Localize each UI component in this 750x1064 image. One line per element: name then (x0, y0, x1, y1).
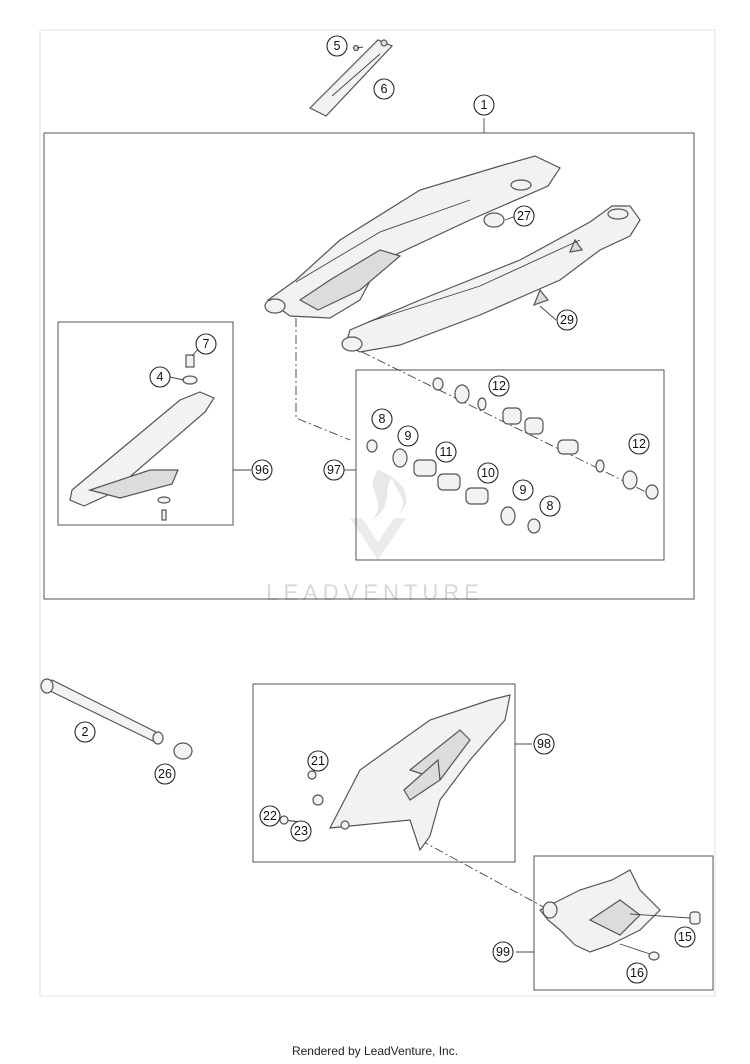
svg-text:27: 27 (517, 209, 531, 223)
callout-27[interactable]: 27 (513, 205, 535, 227)
svg-text:9: 9 (405, 429, 412, 443)
swingarm-part-1 (264, 155, 641, 353)
svg-text:8: 8 (547, 499, 554, 513)
chain-guard-part-98 (279, 694, 511, 852)
chain-guide-part-99 (539, 869, 701, 961)
callout-8-right[interactable]: 8 (539, 495, 561, 517)
svg-text:21: 21 (311, 754, 325, 768)
callout-9-left[interactable]: 9 (397, 425, 419, 447)
callout-16[interactable]: 16 (626, 962, 648, 984)
svg-text:5: 5 (334, 39, 341, 53)
callout-29[interactable]: 29 (556, 309, 578, 331)
svg-text:22: 22 (263, 809, 277, 823)
callout-98[interactable]: 98 (533, 733, 555, 755)
callout-4[interactable]: 4 (149, 366, 171, 388)
bearing-kit-parts (366, 377, 659, 534)
svg-text:1: 1 (481, 98, 488, 112)
svg-text:12: 12 (632, 437, 646, 451)
callout-9-right[interactable]: 9 (512, 479, 534, 501)
callout-8-left[interactable]: 8 (371, 408, 393, 430)
callout-12-right[interactable]: 12 (628, 433, 650, 455)
callout-5[interactable]: 5 (326, 35, 348, 57)
callout-11[interactable]: 11 (435, 441, 457, 463)
chain-line (419, 839, 561, 917)
svg-text:4: 4 (157, 370, 164, 384)
callout-23[interactable]: 23 (290, 820, 312, 842)
group-box-bearing-kit (355, 369, 665, 561)
callout-22[interactable]: 22 (259, 805, 281, 827)
callout-10[interactable]: 10 (477, 462, 499, 484)
callout-15[interactable]: 15 (674, 926, 696, 948)
callout-21[interactable]: 21 (307, 750, 329, 772)
callout-6[interactable]: 6 (373, 78, 395, 100)
group-box-swingarm (43, 132, 695, 600)
chain-slider-part-96 (69, 354, 215, 521)
svg-text:26: 26 (158, 767, 172, 781)
footer-credit: Rendered by LeadVenture, Inc. (291, 1044, 459, 1058)
cap-part-26 (173, 742, 193, 760)
callout-7[interactable]: 7 (195, 333, 217, 355)
svg-text:12: 12 (492, 379, 506, 393)
svg-text:7: 7 (203, 337, 210, 351)
svg-text:9: 9 (520, 483, 527, 497)
group-box-chain-slider (57, 321, 234, 526)
svg-text:6: 6 (381, 82, 388, 96)
svg-text:16: 16 (630, 966, 644, 980)
svg-text:96: 96 (255, 463, 269, 477)
svg-text:23: 23 (294, 824, 308, 838)
callout-1[interactable]: 1 (473, 94, 495, 116)
axle-part-2 (40, 678, 164, 745)
svg-text:2: 2 (82, 725, 89, 739)
svg-text:98: 98 (537, 737, 551, 751)
svg-text:15: 15 (678, 930, 692, 944)
callout-2[interactable]: 2 (74, 721, 96, 743)
svg-text:99: 99 (496, 945, 510, 959)
svg-text:29: 29 (560, 313, 574, 327)
watermark-logo (350, 470, 407, 560)
bushing-part-27 (483, 212, 505, 228)
svg-text:97: 97 (327, 463, 341, 477)
callout-12-top[interactable]: 12 (488, 375, 510, 397)
callout-97[interactable]: 97 (323, 459, 345, 481)
group-box-chain-guide (533, 855, 714, 991)
callout-96[interactable]: 96 (251, 459, 273, 481)
svg-text:11: 11 (440, 445, 453, 459)
callout-99[interactable]: 99 (492, 941, 514, 963)
slider-part-6 (308, 39, 394, 117)
callout-26[interactable]: 26 (154, 763, 176, 785)
group-box-chain-guard (252, 683, 516, 863)
axle-line-left (295, 318, 351, 441)
diagram-frame (39, 29, 716, 997)
svg-text:10: 10 (481, 466, 495, 480)
svg-text:8: 8 (379, 412, 386, 426)
watermark-text: LEADVENTURE (266, 580, 484, 605)
